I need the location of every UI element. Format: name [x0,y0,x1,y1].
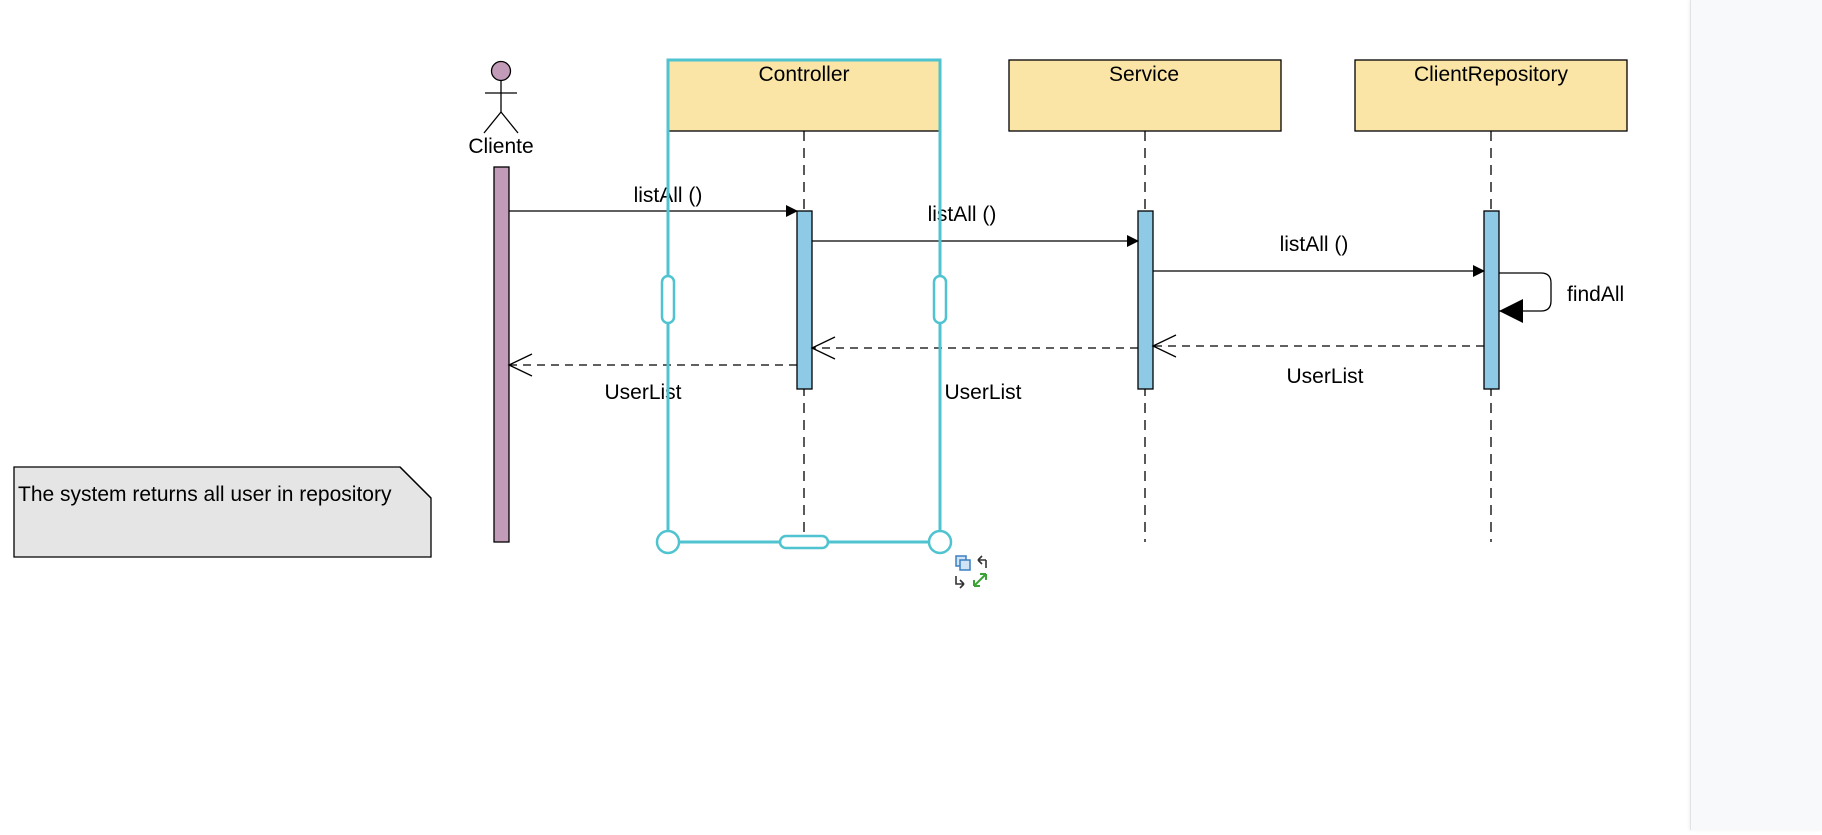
actor-leg-left [483,111,502,134]
return-userlist-2[interactable]: UserList [810,336,1138,404]
activation-controller[interactable] [796,210,813,390]
message-label: listAll () [928,203,997,226]
actor-cliente[interactable]: Cliente [468,60,534,159]
note[interactable]: The system returns all user in repositor… [13,466,432,558]
participant-clientrepository[interactable]: ClientRepository [1354,59,1628,132]
self-message-arrowhead [1499,299,1523,323]
selection-overlay[interactable] [655,58,953,555]
rotate-icon[interactable] [977,555,987,568]
sequence-diagram: Cliente Controller Service ClientReposit… [13,58,1628,589]
duplicate-icon[interactable] [955,555,971,571]
participant-label: ClientRepository [1414,63,1569,86]
message-listall-1[interactable]: listAll () [509,184,798,217]
message-listall-3[interactable]: listAll () [1153,233,1485,277]
return-userlist-3[interactable]: UserList [507,353,797,404]
format-panel[interactable] [1690,0,1822,830]
message-listall-2[interactable]: listAll () [812,203,1139,247]
note-fold [399,466,432,499]
resize-handle-bottom-right[interactable] [927,529,953,555]
message-findall-self[interactable]: findAll [1499,272,1624,323]
participant-box [1008,59,1282,132]
open-arrowhead [507,353,533,377]
diagram-canvas[interactable]: Cliente Controller Service ClientReposit… [0,0,1690,830]
return-label: UserList [1286,365,1363,388]
return-label: UserList [944,381,1021,404]
resize-handle-bottom[interactable] [778,534,830,550]
participant-controller[interactable]: Controller [667,59,941,132]
participant-label: Controller [758,63,849,86]
activation-clientrepository[interactable] [1483,210,1500,390]
message-label: listAll () [1280,233,1349,256]
note-shape [13,466,432,558]
actor-label: Cliente [468,135,533,158]
actor-leg-right [500,111,519,134]
self-message-loop [1499,272,1552,312]
resize-handle-bottom-left[interactable] [655,529,681,555]
participant-label: Service [1109,63,1179,86]
note-text: The system returns all user in repositor… [18,483,392,506]
participant-service[interactable]: Service [1008,59,1282,132]
connect-icon[interactable] [955,576,965,589]
open-arrowhead [810,336,836,360]
resize-handle-left[interactable] [660,274,676,325]
return-userlist-1[interactable]: UserList [1151,334,1484,388]
open-arrowhead [1151,334,1177,358]
message-label: findAll [1567,283,1624,306]
return-label: UserList [604,381,681,404]
activation-service[interactable] [1137,210,1154,390]
participant-box [1354,59,1628,132]
resize-icon[interactable] [973,573,987,587]
resize-handle-right[interactable] [932,274,948,325]
actor-head [490,60,512,82]
actor-activation-bar[interactable] [493,166,510,543]
